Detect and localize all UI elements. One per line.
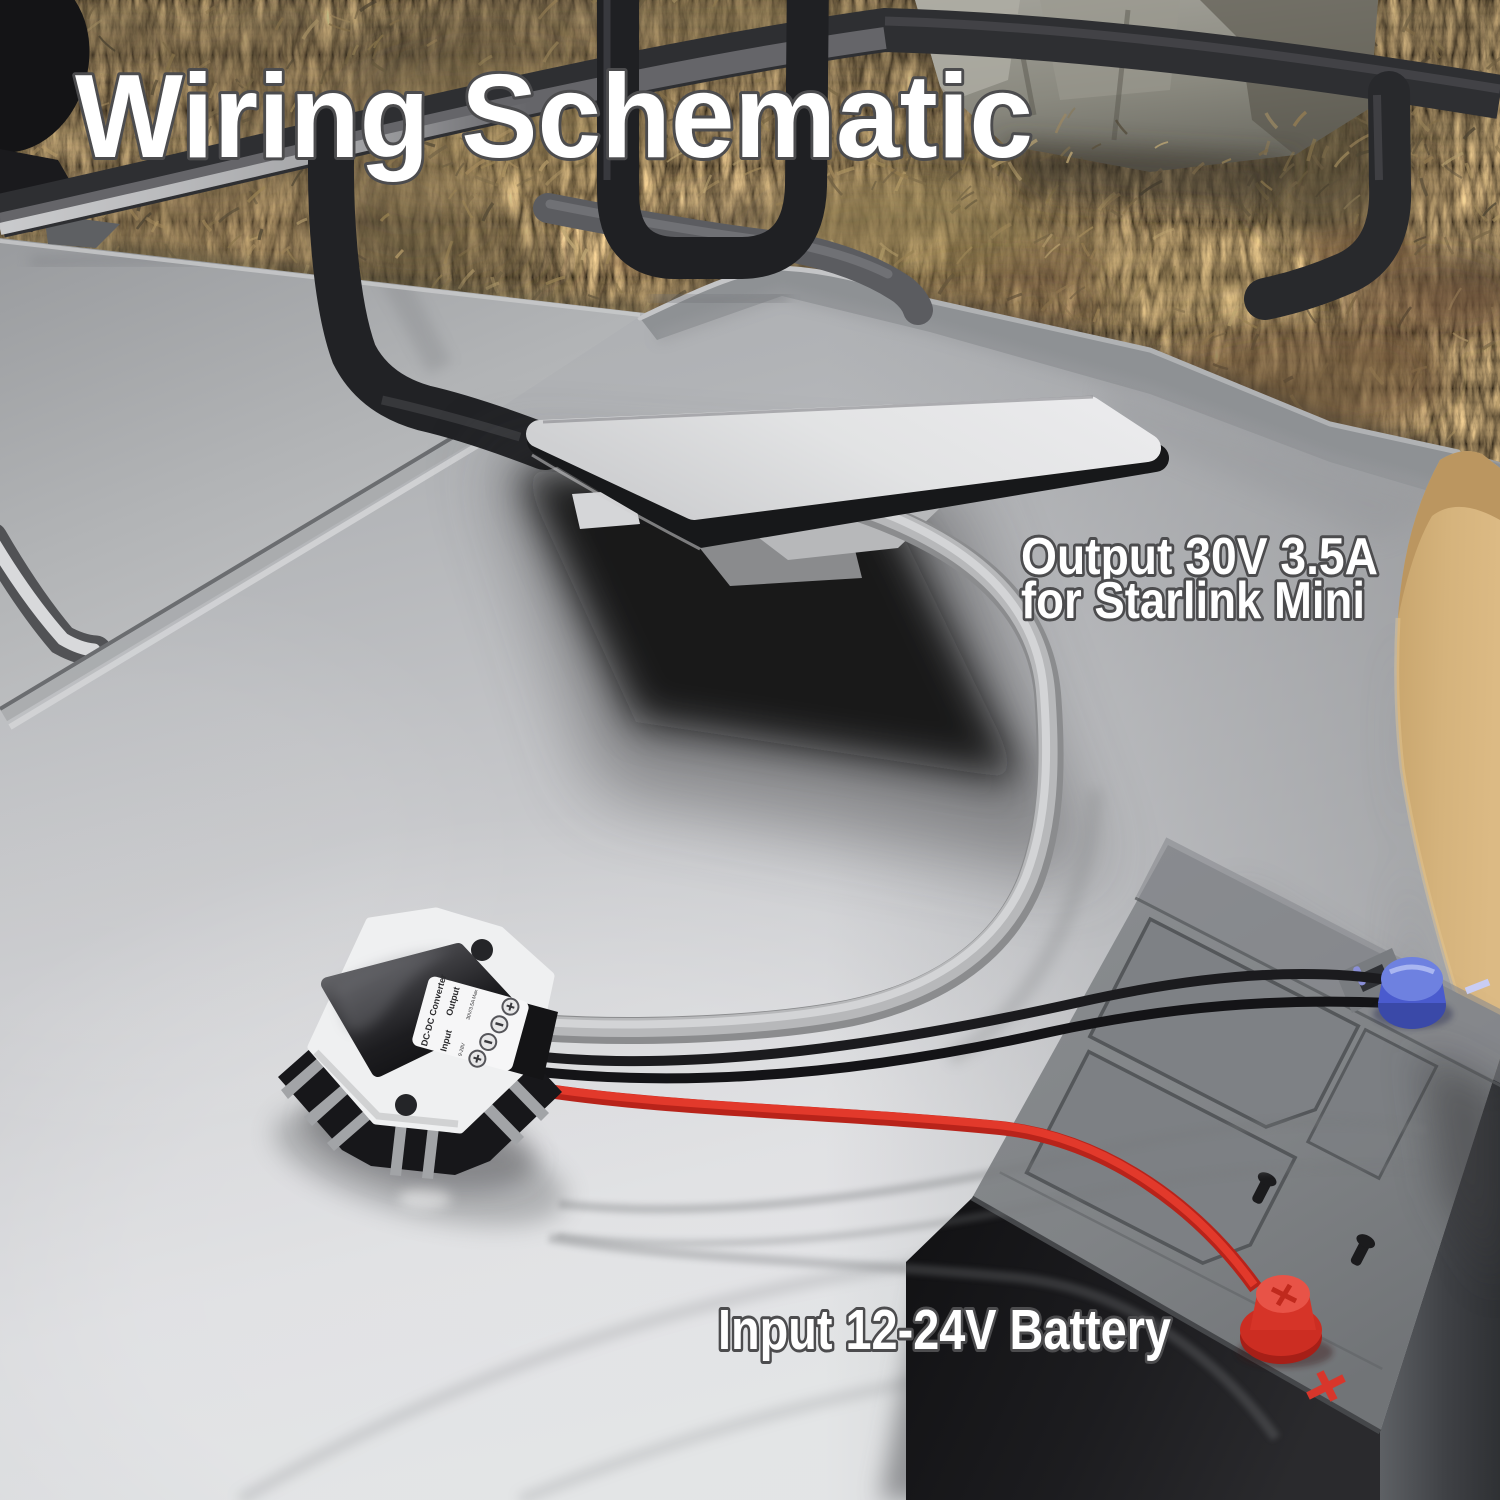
svg-text:Output 30V 3.5A: Output 30V 3.5A (1021, 528, 1378, 586)
svg-text:for Starlink Mini: for Starlink Mini (1021, 572, 1365, 630)
svg-text:Input 12-24V Battery: Input 12-24V Battery (718, 1298, 1171, 1362)
svg-text:Wiring Schematic: Wiring Schematic (75, 50, 1033, 183)
svg-text:9-28V: 9-28V (458, 1042, 468, 1057)
